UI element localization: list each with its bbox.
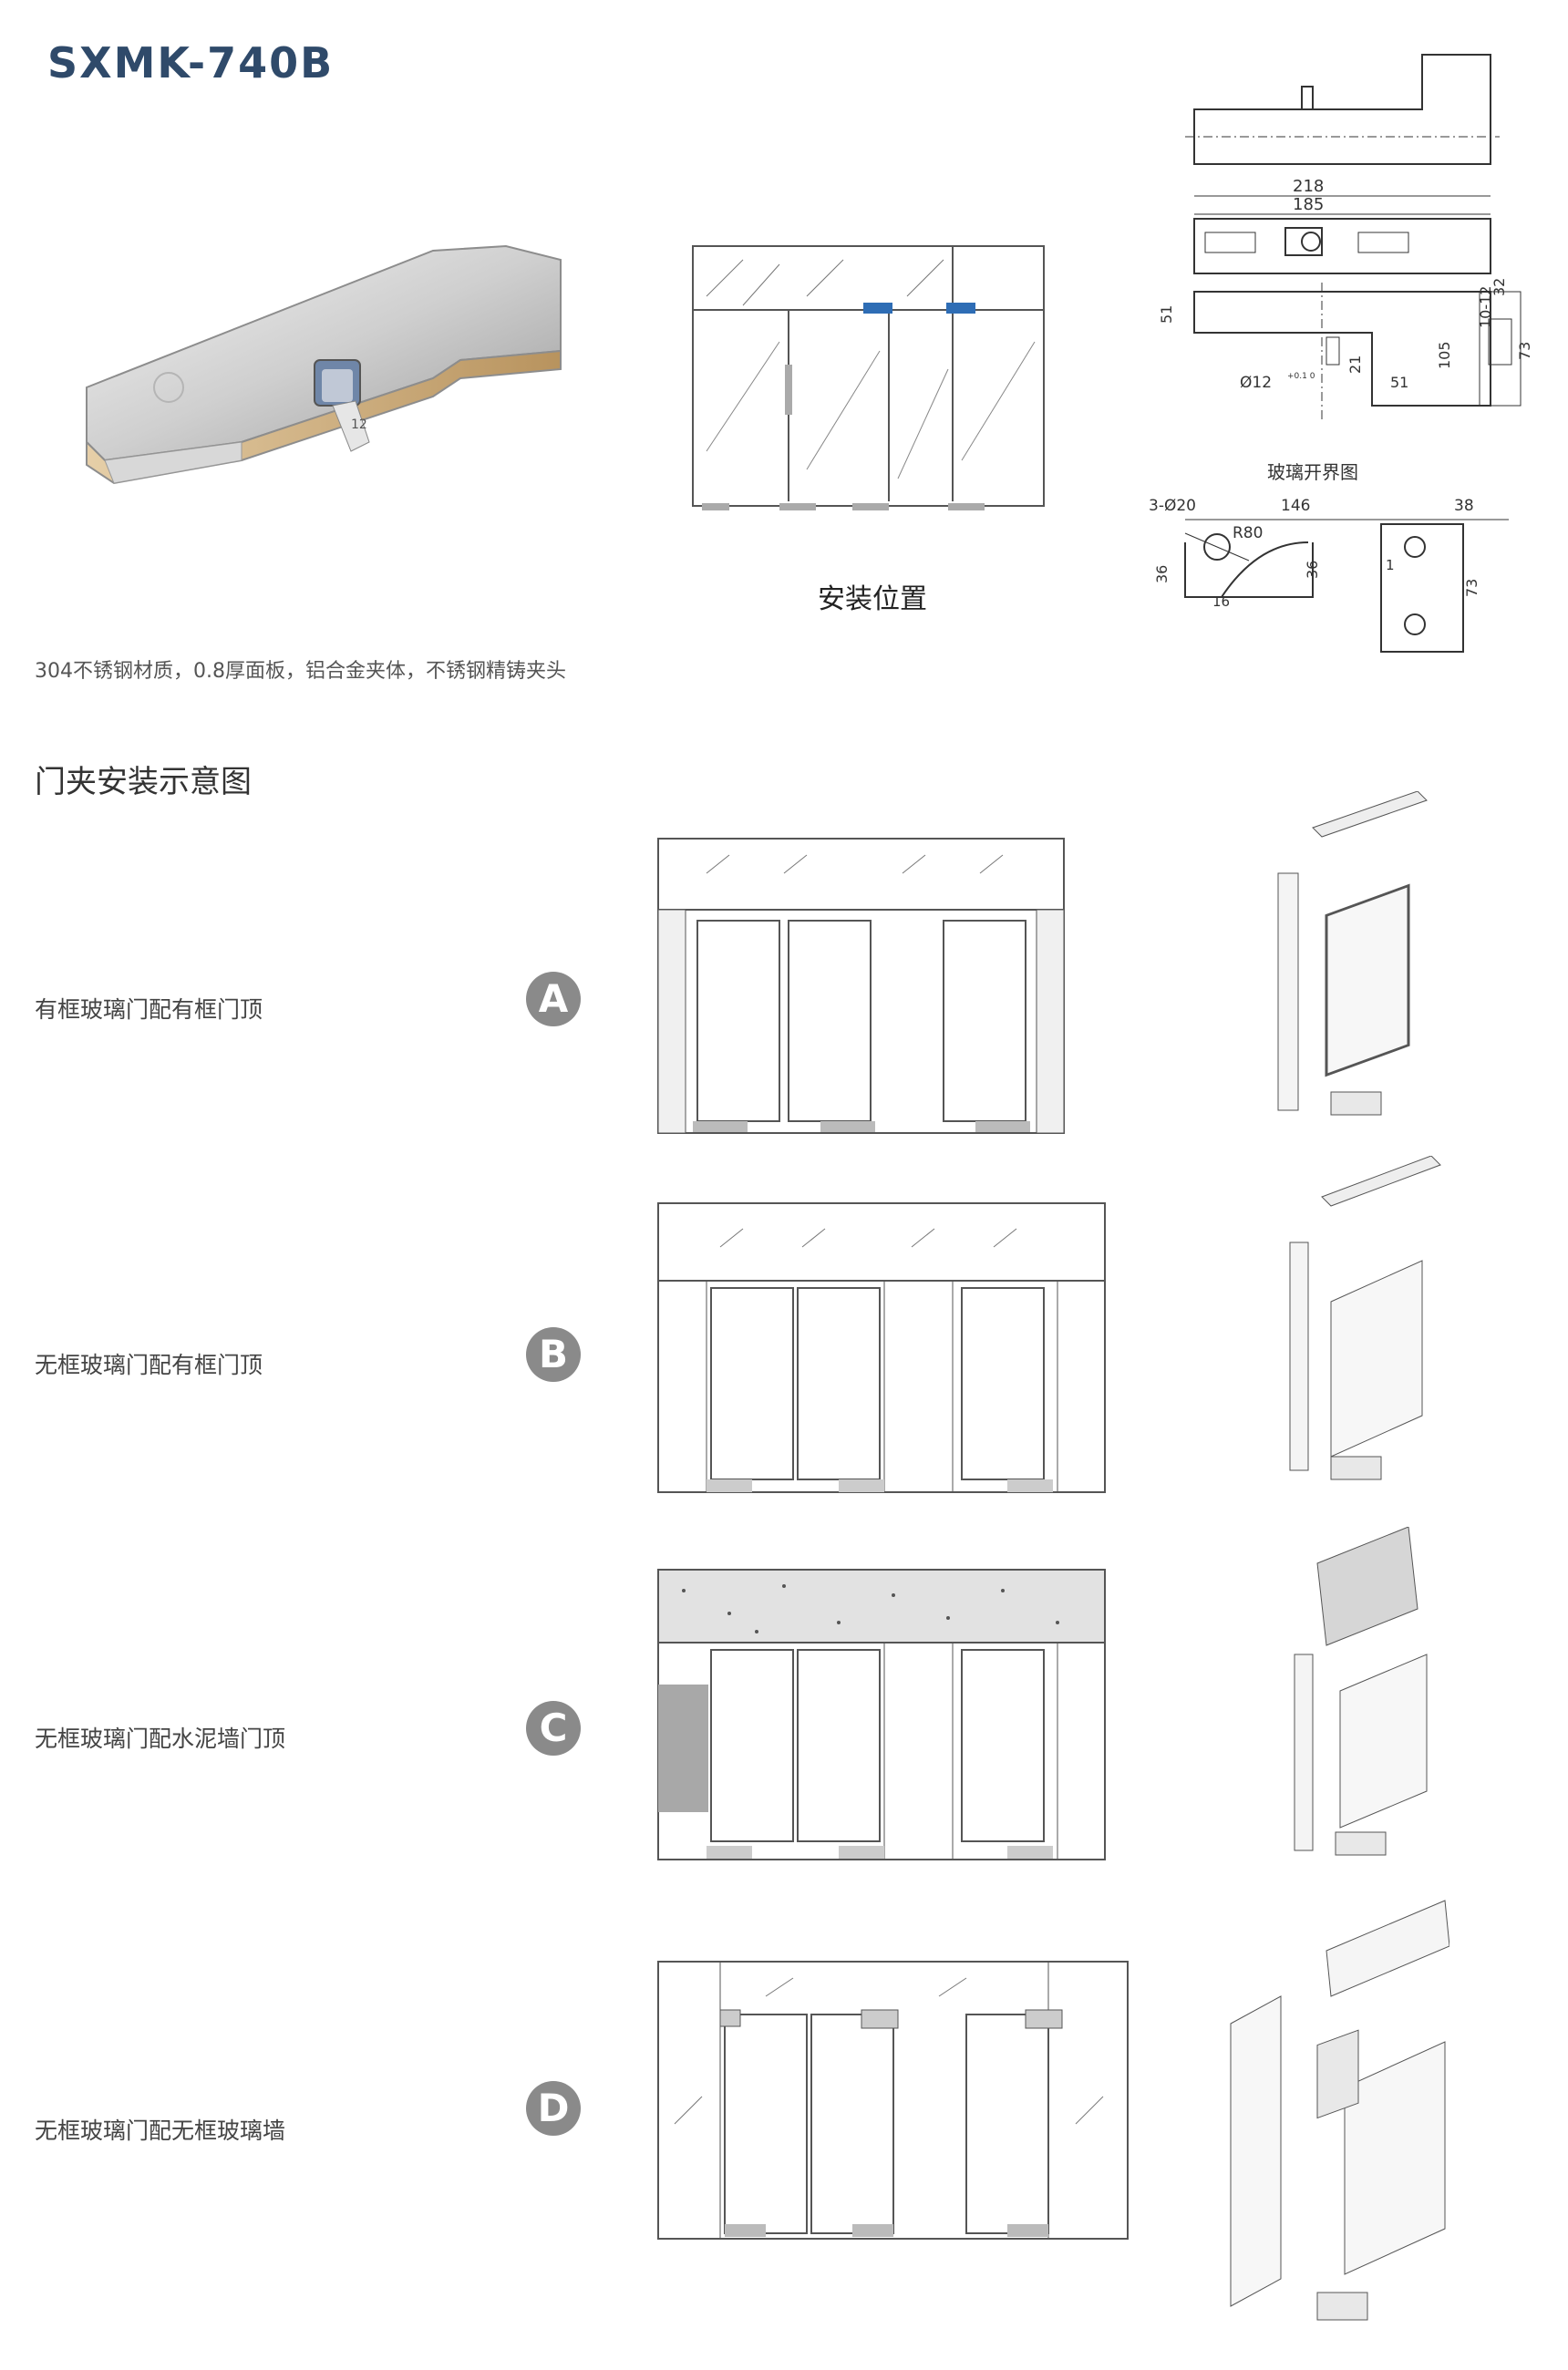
row-c-elevation — [657, 1569, 1106, 1860]
row-d-elevation — [657, 1961, 1129, 2240]
cut-36-left: 36 — [1153, 565, 1171, 583]
dim-73-side: 73 — [1516, 342, 1532, 360]
row-c-label: 无框玻璃门配水泥墙门顶 — [35, 1726, 286, 1752]
row-d-badge: D — [526, 2081, 581, 2136]
glass-cut-title: 玻璃开界图 — [1267, 461, 1358, 483]
hole-tolerance: +0.1 0 — [1287, 372, 1315, 381]
section-title: 门夹安装示意图 — [35, 764, 252, 800]
install-position-caption: 安装位置 — [818, 583, 927, 615]
dim-21: 21 — [1346, 356, 1364, 374]
cut-1: 1 — [1386, 557, 1395, 573]
cut-36-right: 36 — [1304, 561, 1321, 579]
cut-r80: R80 — [1233, 524, 1263, 542]
technical-drawing: 218 185 32 10-12 51 105 21 51 Ø12 +0.1 0… — [1149, 54, 1532, 653]
row-b-badge: B — [526, 1327, 581, 1382]
dim-51-left: 51 — [1158, 305, 1175, 324]
row-a-elevation — [657, 838, 1065, 1134]
cut-146: 146 — [1281, 497, 1310, 515]
hole-diameter: Ø12 — [1240, 374, 1272, 392]
cut-16: 16 — [1212, 593, 1230, 610]
product-description: 304不锈钢材质，0.8厚面板，铝合金夹体，不锈钢精铸夹头 — [35, 660, 566, 683]
row-b-elevation — [657, 1202, 1106, 1493]
install-position-diagram — [692, 245, 1045, 510]
row-c-exploded-view — [1294, 1527, 1428, 1856]
row-a-badge: A — [526, 972, 581, 1026]
row-a-exploded-view — [1277, 791, 1428, 1116]
dim-105: 105 — [1436, 341, 1453, 369]
dim-218: 218 — [1293, 177, 1324, 196]
row-c-badge: C — [526, 1701, 581, 1756]
dim-185: 185 — [1293, 195, 1324, 214]
dim-51-bottom: 51 — [1390, 374, 1408, 391]
product-photo: 12 — [86, 244, 562, 485]
product-model-title: SXMK-740B — [47, 38, 335, 88]
handle-tag-12: 12 — [351, 417, 367, 432]
row-b-label: 无框玻璃门配有框门顶 — [35, 1352, 263, 1378]
cut-holes: 3-Ø20 — [1149, 497, 1196, 515]
row-b-exploded-view — [1289, 1156, 1441, 1480]
cut-73: 73 — [1463, 579, 1480, 597]
row-a-label: 有框玻璃门配有框门顶 — [35, 996, 263, 1023]
cut-38: 38 — [1454, 497, 1474, 515]
row-d-label: 无框玻璃门配无框玻璃墙 — [35, 2118, 286, 2144]
row-d-exploded-view — [1230, 1900, 1449, 2321]
